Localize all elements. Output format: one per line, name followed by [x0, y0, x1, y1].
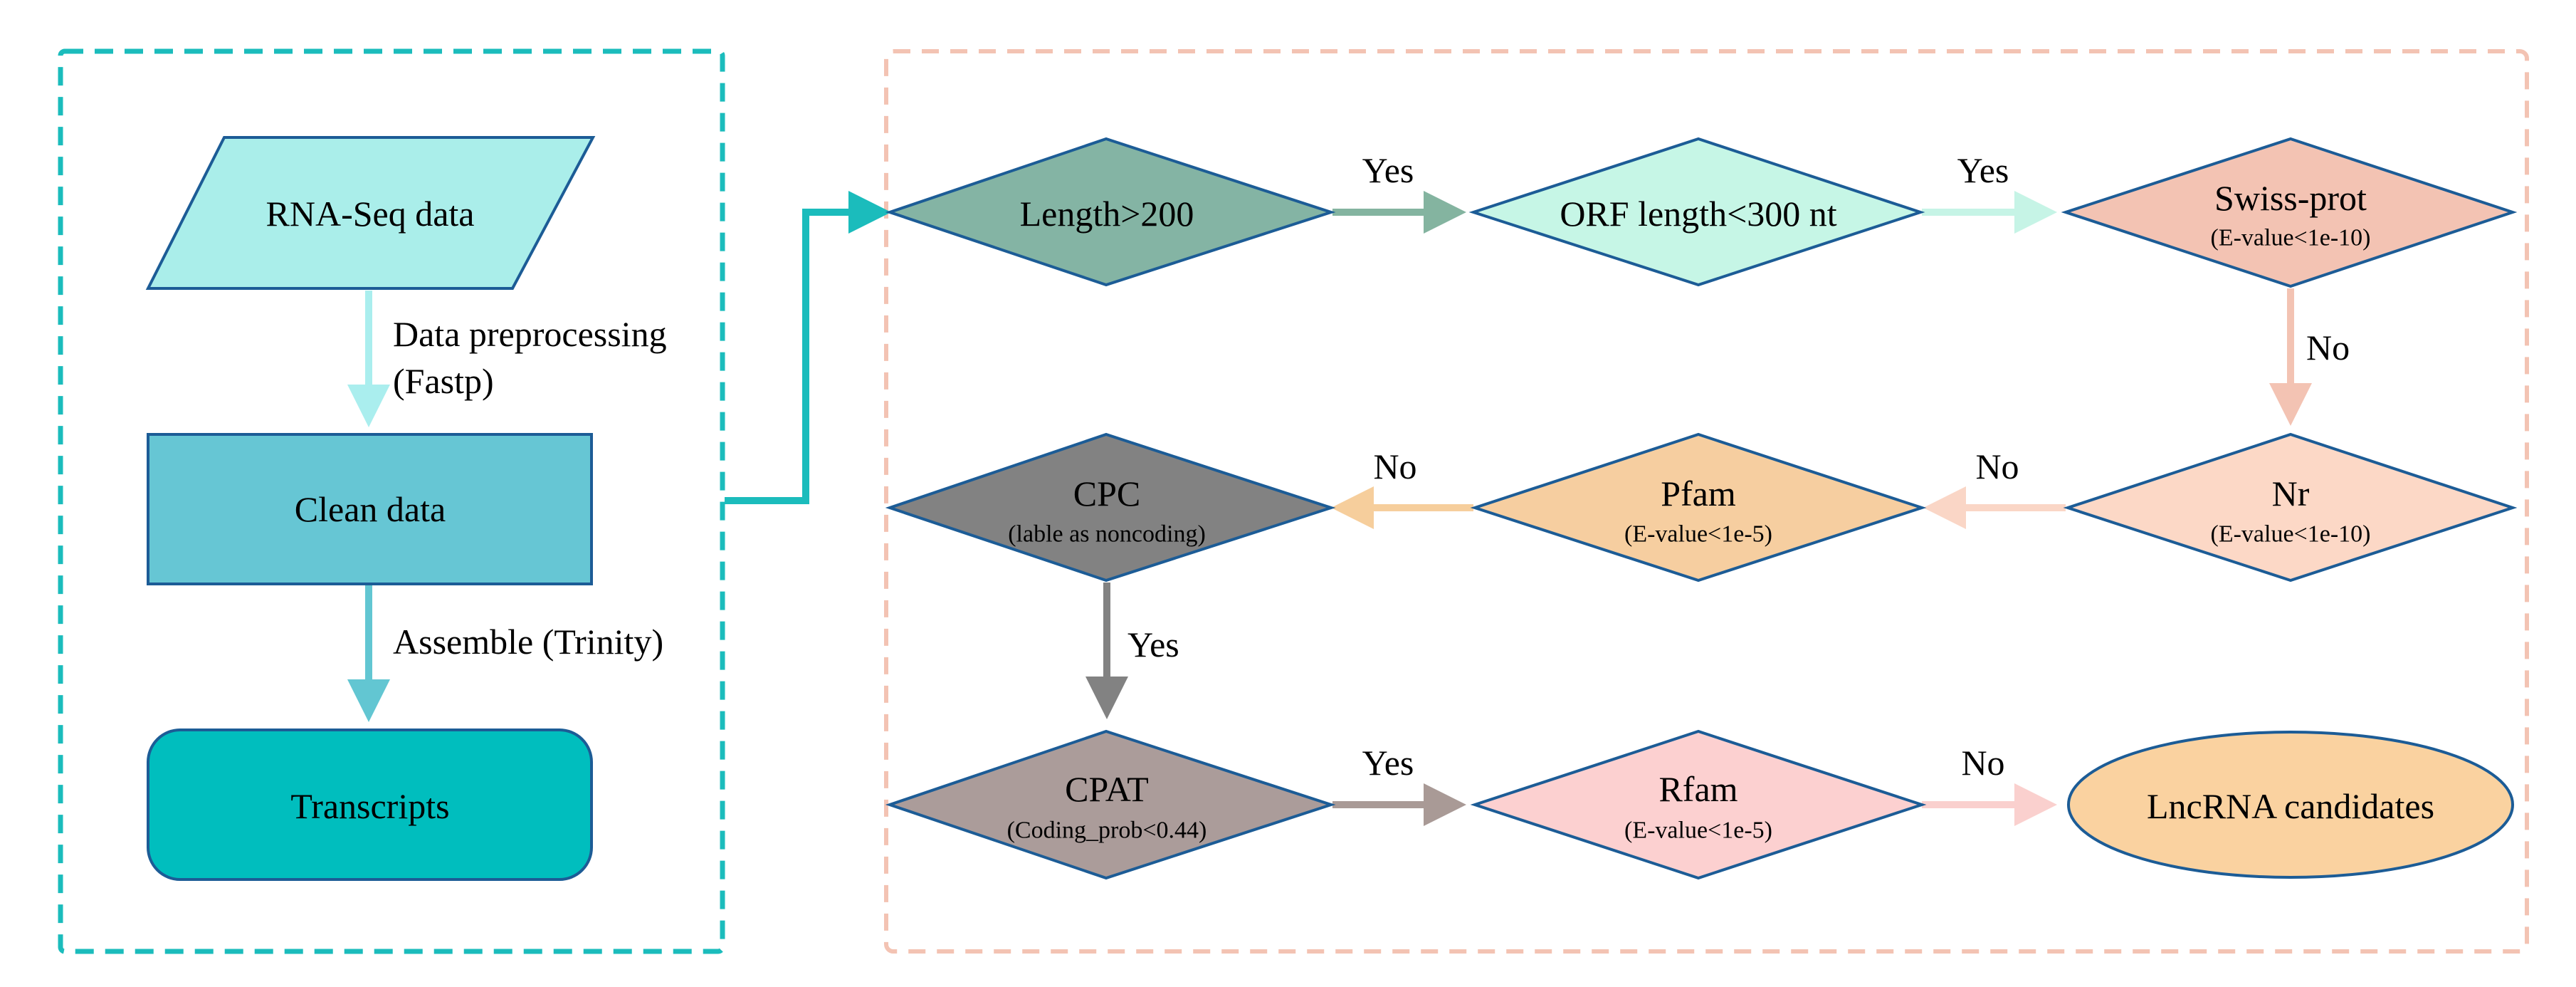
rfam-label: Rfam	[1658, 769, 1738, 809]
identification-frame	[884, 49, 2529, 954]
cpc-label: CPC	[1073, 474, 1141, 513]
cpc-node	[885, 432, 1336, 583]
nr-no-label: No	[1975, 446, 2019, 486]
transcripts-label: Transcripts	[290, 786, 449, 826]
lncrna-candidates-label: LncRNA candidates	[2147, 786, 2434, 826]
pfam-label: Pfam	[1661, 474, 1736, 513]
pfam-node	[1470, 432, 1927, 583]
preprocess-label-line1: Data preprocessing	[393, 314, 667, 354]
nr-node	[2063, 432, 2518, 583]
rfam-no-label: No	[1961, 743, 2004, 783]
assemble-label: Assemble (Trinity)	[393, 622, 663, 662]
length-yes-label: Yes	[1362, 150, 1414, 190]
lncrna-candidates-node	[2067, 731, 2514, 879]
rfam-criterion: (E-value<1e-5)	[1624, 818, 1772, 844]
transcripts-node	[147, 728, 593, 881]
rfam-node	[1470, 729, 1927, 880]
pfam-no-label: No	[1373, 446, 1416, 486]
cpat-node	[885, 729, 1336, 880]
swiss-prot-label: Swiss-prot	[2214, 178, 2367, 218]
cpat-criterion: (Coding_prob<0.44)	[1007, 818, 1207, 844]
cpat-yes-label: Yes	[1362, 743, 1414, 783]
rnaseq-node	[145, 136, 596, 290]
swiss-prot-node	[2061, 137, 2518, 288]
swiss-no-label: No	[2306, 328, 2350, 367]
orf-label: ORF length<300 nt	[1560, 194, 1836, 234]
orf-node	[1468, 137, 1925, 287]
orf-yes-label: Yes	[1957, 150, 2009, 190]
length-node	[885, 137, 1336, 287]
clean-data-node	[147, 433, 593, 585]
preprocess-label-line2: (Fastp)	[393, 361, 494, 401]
cpc-criterion: (lable as noncoding)	[1008, 521, 1206, 548]
main-connector-arrow	[725, 191, 891, 504]
nr-criterion: (E-value<1e-10)	[2211, 521, 2371, 548]
swiss-prot-criterion: (E-value<1e-10)	[2211, 225, 2371, 251]
preprocessing-frame	[58, 48, 725, 954]
nr-label: Nr	[2272, 474, 2310, 513]
cpat-label: CPAT	[1065, 769, 1149, 809]
rnaseq-label: RNA-Seq data	[266, 194, 475, 234]
length-label: Length>200	[1020, 194, 1194, 234]
cpc-yes-label: Yes	[1127, 625, 1179, 664]
clean-data-label: Clean data	[295, 489, 446, 529]
pfam-criterion: (E-value<1e-5)	[1624, 521, 1772, 548]
